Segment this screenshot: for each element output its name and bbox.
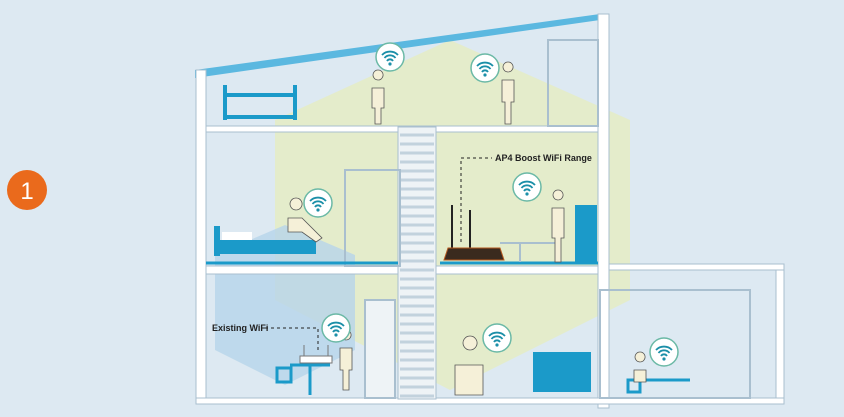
person-silhouette	[287, 197, 323, 243]
existing-callout-line	[265, 327, 319, 350]
step-badge	[7, 170, 47, 210]
floor-ground	[195, 397, 785, 405]
door-frame	[344, 169, 401, 267]
wifi-icon	[649, 337, 679, 367]
wifi-icon	[375, 42, 405, 72]
wifi-icon	[303, 188, 333, 218]
staircase	[397, 126, 437, 400]
wifi-icon	[321, 313, 351, 343]
ap4-callout-line	[460, 157, 492, 242]
ap4-router	[443, 205, 505, 261]
cabinet	[533, 352, 591, 392]
existing-coverage-zone	[215, 225, 355, 385]
bed	[214, 226, 316, 256]
ap4-label: AP4 Boost WiFi Range	[495, 153, 592, 163]
left-wall	[195, 69, 207, 401]
desk	[275, 363, 330, 395]
table	[500, 242, 560, 262]
person-silhouette	[551, 189, 565, 263]
attic-frame	[547, 39, 599, 127]
existing-wifi-label: Existing WiFi	[212, 323, 268, 333]
person-silhouette	[501, 61, 515, 125]
bookshelf	[575, 205, 597, 263]
person-silhouette	[633, 351, 647, 383]
right-wall	[597, 13, 610, 409]
annex-wall	[775, 264, 785, 401]
person-silhouette	[454, 335, 484, 396]
person-silhouette	[371, 69, 385, 125]
step-number: 1	[20, 178, 33, 205]
wifi-icon	[470, 53, 500, 83]
room-frame	[599, 289, 751, 399]
door-frame	[364, 299, 396, 399]
wifi-icon	[482, 323, 512, 353]
annex-roof	[608, 263, 785, 271]
existing-router	[299, 345, 333, 364]
attic-bed	[223, 85, 297, 120]
wifi-icon	[512, 172, 542, 202]
